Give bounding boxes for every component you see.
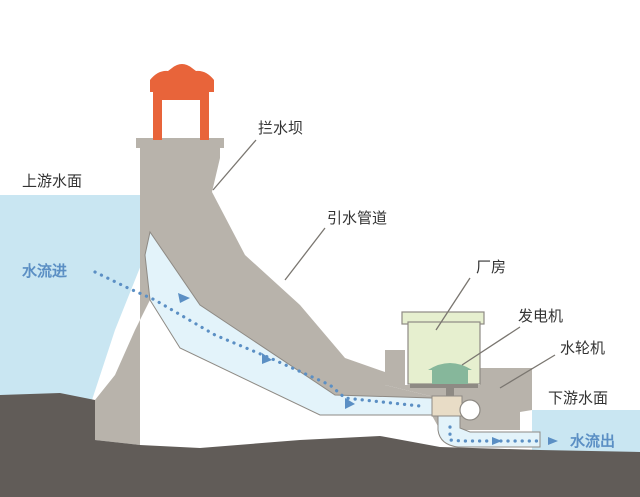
ground (0, 393, 640, 497)
dam-body (95, 140, 430, 445)
powerhouse-foundation (385, 350, 532, 430)
label-dam: 拦水坝 (258, 119, 303, 137)
flow-inflow-path (93, 270, 422, 408)
flow-arrow-1 (178, 293, 190, 303)
label-upstream: 上游水面 (22, 172, 82, 190)
turbine (431, 395, 481, 421)
upstream-water (0, 195, 145, 400)
label-turbine: 水轮机 (560, 339, 605, 357)
penstock-channel (144, 230, 433, 416)
tailrace-channel (437, 415, 541, 448)
leader-dam (212, 139, 257, 191)
label-generator: 发电机 (518, 307, 563, 325)
flow-arrow-2 (262, 353, 272, 364)
flow-arrow-4 (492, 437, 502, 445)
leader-turbine (499, 354, 556, 389)
leader-powerhouse (435, 277, 471, 331)
leader-generator (461, 326, 521, 366)
downstream-water (532, 410, 640, 455)
flow-arrow-3 (345, 398, 355, 409)
leader-penstock (284, 227, 326, 281)
flow-arrow-5 (548, 437, 558, 445)
label-downstream: 下游水面 (548, 389, 608, 407)
gantry-crane (150, 64, 214, 140)
label-penstock: 引水管道 (327, 209, 387, 227)
generator (428, 363, 472, 404)
label-inflow: 水流进 (22, 262, 67, 280)
label-outflow: 水流出 (570, 432, 615, 450)
label-powerhouse: 厂房 (476, 258, 506, 276)
dam-crest (136, 138, 224, 148)
